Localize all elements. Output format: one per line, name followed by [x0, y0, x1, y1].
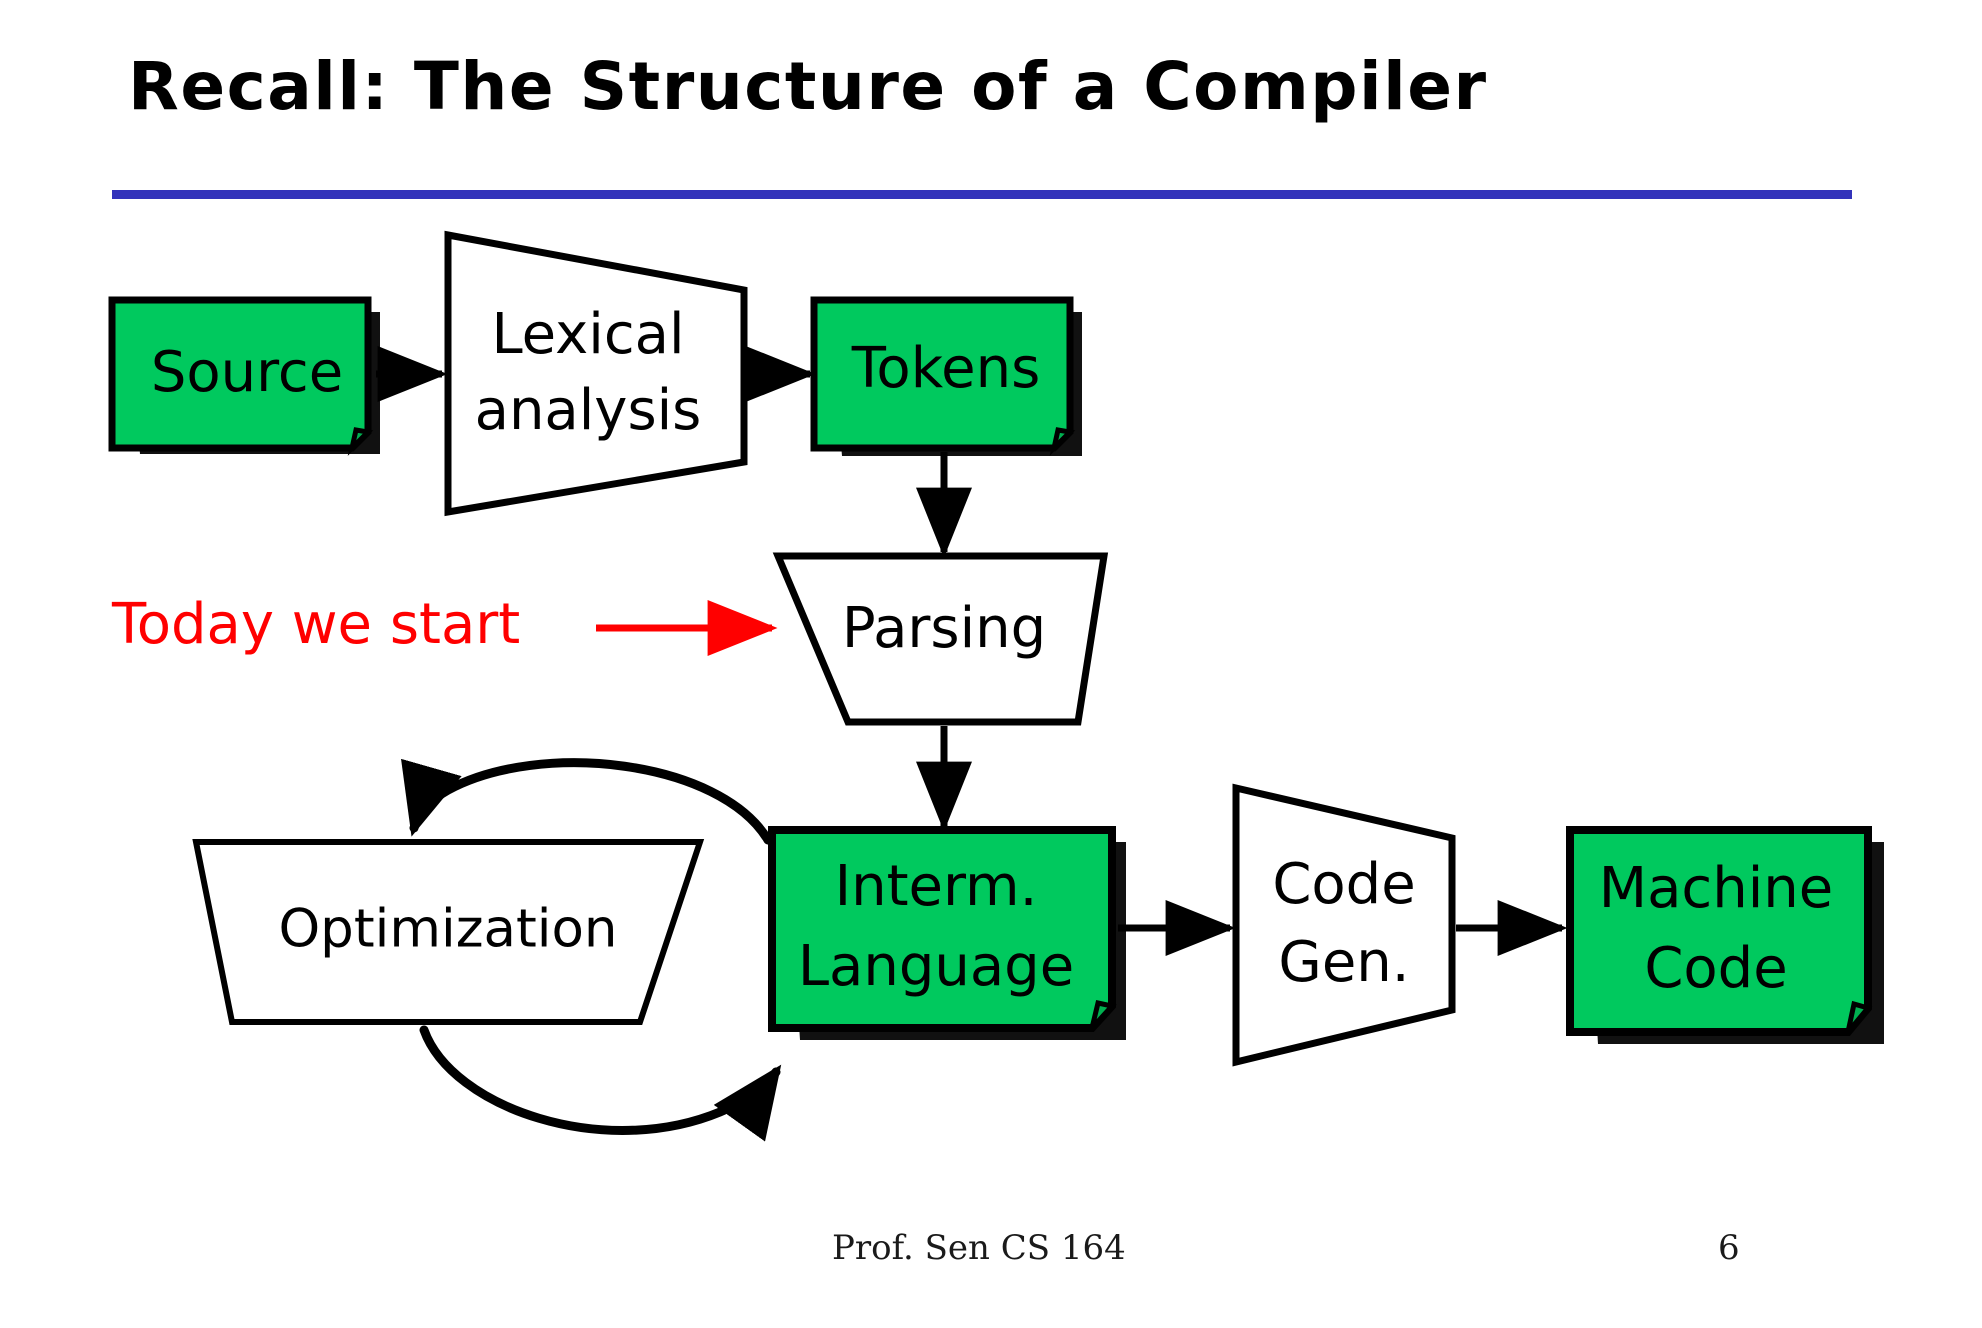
optimization-trapezoid-shape — [192, 839, 705, 1025]
node-parsing[interactable]: Parsing — [772, 552, 1109, 726]
codegen-trapezoid-shape — [1232, 783, 1456, 1067]
annotation-today-we-start: Today we start — [111, 592, 778, 657]
node-optimization[interactable]: Optimization — [192, 839, 705, 1025]
footer-author: Prof. Sen CS 164 — [832, 1228, 1126, 1268]
interm-label-line1: Interm. — [835, 854, 1038, 919]
codegen-label-line2: Gen. — [1278, 930, 1409, 995]
parsing-label: Parsing — [842, 596, 1046, 661]
node-lexical-analysis[interactable]: Lexical analysis — [444, 230, 748, 517]
edge-optimization-to-interm — [419, 1025, 782, 1142]
lexical-label-line2: analysis — [475, 378, 702, 443]
machine-label-line2: Code — [1644, 936, 1787, 1001]
machine-fold-icon — [1845, 1000, 1873, 1034]
tokens-fold-icon — [1049, 427, 1076, 456]
machine-label-line1: Machine — [1599, 856, 1833, 921]
today-we-start-label: Today we start — [111, 592, 520, 657]
tokens-label: Tokens — [851, 336, 1041, 401]
source-fold-icon — [347, 427, 374, 456]
optimization-label: Optimization — [278, 899, 617, 960]
title-divider — [112, 190, 1852, 199]
node-interm-language[interactable]: Interm. Language — [768, 826, 1126, 1040]
codegen-label-line1: Code — [1272, 852, 1415, 917]
parsing-trapezoid-shape — [772, 552, 1109, 726]
edge-interm-to-optimization — [401, 758, 773, 845]
interm-label-line2: Language — [798, 934, 1074, 999]
lexical-trapezoid-shape — [444, 230, 748, 517]
footer-page-number: 6 — [1718, 1228, 1740, 1268]
node-tokens[interactable]: Tokens — [810, 296, 1082, 456]
node-source[interactable]: Source — [108, 296, 380, 456]
interm-fold-icon — [1089, 1000, 1117, 1030]
source-label: Source — [151, 340, 343, 405]
node-code-gen[interactable]: Code Gen. — [1232, 783, 1456, 1067]
page-title: Recall: The Structure of a Compiler — [128, 48, 1488, 125]
lexical-label-line1: Lexical — [491, 302, 684, 367]
node-machine-code[interactable]: Machine Code — [1566, 826, 1884, 1044]
